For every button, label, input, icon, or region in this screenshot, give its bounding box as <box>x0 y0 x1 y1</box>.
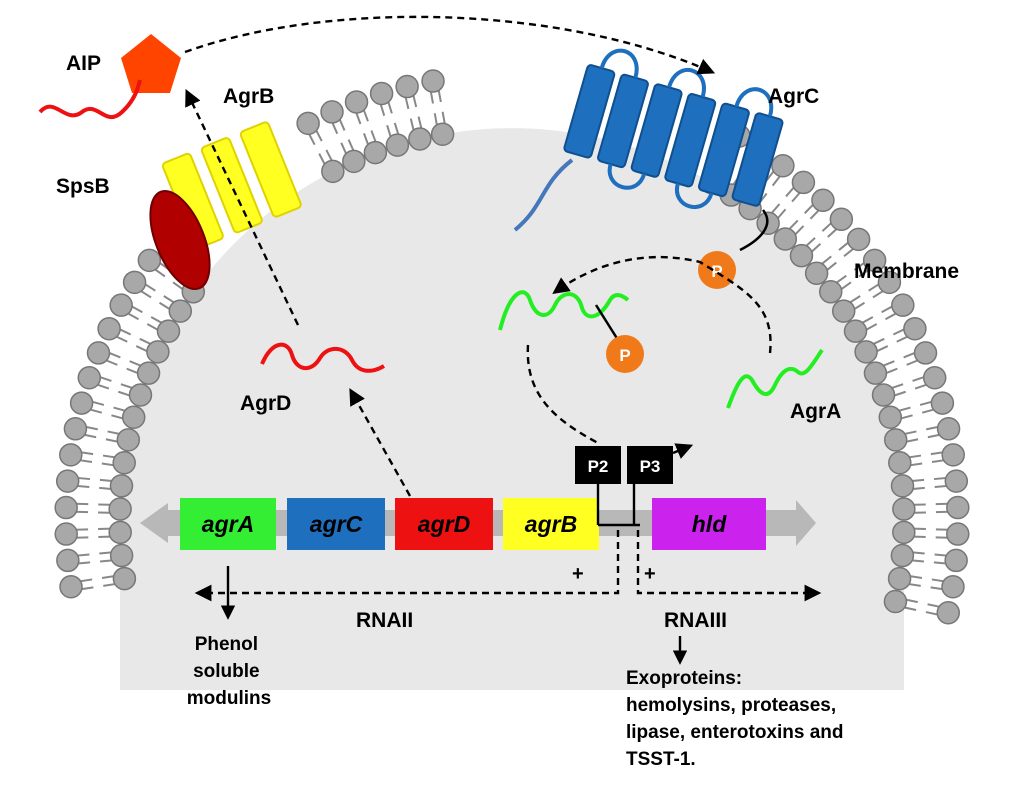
label-rnaii: RNAII <box>356 609 413 632</box>
gene-label-hld: hld <box>692 511 727 537</box>
agra-phospho-link <box>594 304 620 341</box>
label-exoproteins: Exoproteins: hemolysins, proteases, lipa… <box>626 668 849 770</box>
gene-agrC <box>287 498 385 550</box>
label-psm: Phenol soluble modulins <box>187 634 271 709</box>
aip-tail <box>38 79 142 120</box>
gene-label-agrB: agrB <box>525 511 577 537</box>
agra-phosphorylated <box>498 290 630 331</box>
arrow-agra-to-p2 <box>526 344 599 445</box>
gene-label-agrC: agrC <box>310 511 363 537</box>
gene-agrB <box>503 498 599 550</box>
aip-peptide <box>121 34 181 93</box>
arrow-agrd-gene-to-peptide <box>349 388 412 497</box>
agrc-protein <box>513 48 784 252</box>
svg-text:P: P <box>711 262 722 281</box>
svg-text:P2: P2 <box>588 457 609 476</box>
label-plus-left: + <box>572 563 584 585</box>
label-spsb: SpsB <box>56 175 110 198</box>
svg-text:P: P <box>619 346 630 365</box>
promoter-p2: P2 <box>575 446 640 527</box>
label-membrane: Membrane <box>854 260 959 283</box>
svg-text:P3: P3 <box>640 457 661 476</box>
label-aip: AIP <box>66 52 101 75</box>
gene-label-agrD: agrD <box>418 511 470 537</box>
label-agrb: AgrB <box>223 85 274 108</box>
gene-label-agrA: agrA <box>202 511 254 537</box>
arrow-phosphotransfer <box>552 255 772 354</box>
label-plus-right: + <box>644 563 656 585</box>
phosphate-agrc: P <box>698 251 736 289</box>
rnaiii-transcript-arrow <box>636 530 822 602</box>
promoter-p3: P3 <box>627 443 694 525</box>
cell-membrane <box>54 69 970 625</box>
label-rnaiii: RNAIII <box>664 609 727 632</box>
label-agrc: AgrC <box>768 85 819 108</box>
agrd-peptide <box>260 342 385 373</box>
rnaii-transcript-arrow <box>194 530 620 602</box>
arrow-aip-to-agrc <box>184 15 716 75</box>
gene-hld <box>652 498 766 550</box>
gene-agrA <box>180 498 276 550</box>
agrb-protein <box>161 121 302 250</box>
agra-protein <box>726 348 824 409</box>
label-agra: AgrA <box>790 400 841 423</box>
gene-agrD <box>395 498 493 550</box>
phosphate-agra: P <box>606 335 644 373</box>
label-agrd: AgrD <box>240 392 291 415</box>
spsb-protein <box>149 189 211 291</box>
